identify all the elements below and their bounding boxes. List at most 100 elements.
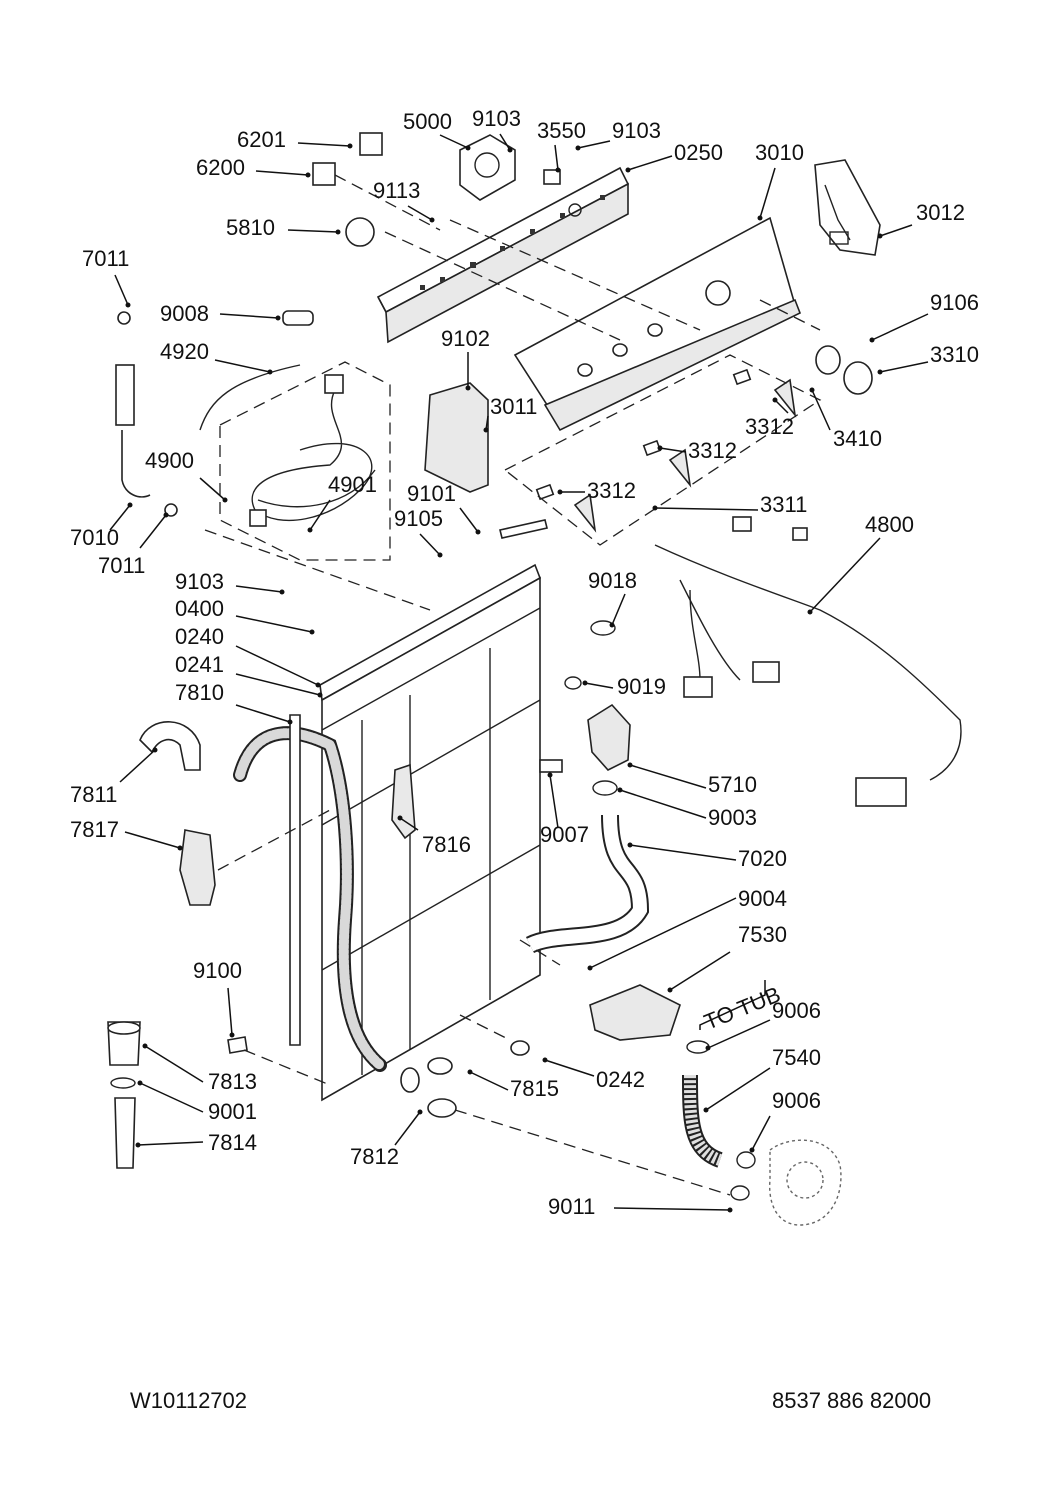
callout-arrowhead bbox=[347, 143, 353, 149]
water-valve-part bbox=[525, 703, 681, 1041]
part-callout-label: 9103 bbox=[472, 106, 521, 131]
callout-leader-line bbox=[255, 170, 309, 176]
callout-arrowhead bbox=[807, 609, 813, 615]
callout-arrowhead bbox=[609, 622, 615, 628]
tub-outline bbox=[768, 1139, 842, 1226]
callout-leader-line bbox=[439, 134, 469, 149]
callout-arrowhead bbox=[727, 1207, 733, 1213]
part-callout-label: 6200 bbox=[196, 155, 245, 180]
callout-leader-line bbox=[287, 229, 339, 233]
callout-arrowhead bbox=[397, 815, 403, 821]
diagram-code-right: 8537 886 82000 bbox=[772, 1388, 931, 1413]
part-callout-label: 3311 bbox=[760, 492, 807, 517]
callout-arrowhead bbox=[809, 387, 815, 393]
callout-leader-line bbox=[109, 504, 131, 531]
callout-arrowhead bbox=[309, 629, 315, 635]
callout-leader-line bbox=[235, 615, 313, 633]
callout-leader-line bbox=[549, 774, 559, 829]
callout-leader-line bbox=[199, 477, 226, 501]
part-callout-label: 5710 bbox=[708, 772, 757, 797]
timer-switch-parts bbox=[117, 132, 873, 533]
callout-leader-line bbox=[879, 361, 929, 373]
callout-leader-line bbox=[235, 645, 319, 686]
callout-leader-line bbox=[669, 951, 731, 991]
callout-arrowhead bbox=[475, 529, 481, 535]
hose-fittings-parts bbox=[107, 721, 248, 1169]
callout-arrowhead bbox=[657, 445, 663, 451]
part-callout-label: 3312 bbox=[745, 414, 794, 439]
console-endcap-left-part bbox=[424, 382, 489, 493]
callout-leader-line bbox=[139, 514, 167, 549]
leader-lines bbox=[109, 133, 929, 1213]
part-callout-label: 9011 bbox=[548, 1194, 595, 1219]
callout-leader-line bbox=[554, 144, 559, 171]
part-callout-label: 7540 bbox=[772, 1045, 821, 1070]
power-cord-part bbox=[199, 364, 376, 527]
callout-leader-line bbox=[137, 1141, 204, 1146]
callout-leader-line bbox=[297, 142, 351, 147]
console-part bbox=[513, 216, 802, 432]
callout-arrowhead bbox=[152, 747, 158, 753]
callout-leader-line bbox=[654, 507, 759, 511]
part-callout-label: 0242 bbox=[596, 1067, 645, 1092]
callout-arrowhead bbox=[163, 512, 169, 518]
callout-arrowhead bbox=[507, 147, 513, 153]
callout-arrowhead bbox=[555, 167, 561, 173]
callout-arrowhead bbox=[317, 692, 323, 698]
callout-arrowhead bbox=[315, 682, 321, 688]
callout-arrowhead bbox=[335, 229, 341, 235]
cabinet-panel-part bbox=[319, 563, 541, 1102]
part-callout-label: 9106 bbox=[930, 290, 979, 315]
part-callout-label: 3312 bbox=[688, 438, 737, 463]
callout-leader-line bbox=[407, 205, 433, 221]
part-callout-label: 3010 bbox=[755, 140, 804, 165]
parts-artwork: TO TUB bbox=[107, 132, 962, 1226]
part-callout-label: 9004 bbox=[738, 886, 787, 911]
callout-arrowhead bbox=[287, 719, 293, 725]
callout-arrowhead bbox=[465, 385, 471, 391]
part-callout-label: 0400 bbox=[175, 596, 224, 621]
callout-arrowhead bbox=[279, 589, 285, 595]
callout-leader-line bbox=[399, 817, 419, 831]
part-callout-label: 7010 bbox=[70, 525, 119, 550]
callout-arrowhead bbox=[465, 145, 471, 151]
callout-arrowhead bbox=[547, 772, 553, 778]
part-callout-label: 9001 bbox=[208, 1099, 257, 1124]
inlet-hose-part bbox=[115, 364, 151, 498]
callout-arrowhead bbox=[275, 315, 281, 321]
callout-leader-line bbox=[144, 1045, 204, 1083]
callout-leader-line bbox=[499, 133, 511, 151]
callout-leader-line bbox=[214, 359, 271, 373]
part-callout-label: 6201 bbox=[237, 127, 286, 152]
callout-arrowhead bbox=[869, 337, 875, 343]
callout-leader-line bbox=[394, 1111, 421, 1146]
callout-arrowhead bbox=[667, 987, 673, 993]
part-callout-label: 9008 bbox=[160, 301, 209, 326]
part-callout-label: 9105 bbox=[394, 506, 443, 531]
callout-arrowhead bbox=[617, 787, 623, 793]
callout-leader-line bbox=[309, 499, 331, 531]
part-callout-label: 9018 bbox=[588, 568, 637, 593]
part-callout-label: 9019 bbox=[617, 674, 666, 699]
part-callout-label: 0250 bbox=[674, 140, 723, 165]
callout-arrowhead bbox=[229, 1032, 235, 1038]
callout-arrowhead bbox=[127, 502, 133, 508]
callout-arrowhead bbox=[652, 505, 658, 511]
part-callout-label: 5810 bbox=[226, 215, 275, 240]
callout-leader-line bbox=[871, 313, 929, 341]
part-callout-label: 3011 bbox=[490, 394, 537, 419]
to-tub-bracket bbox=[699, 980, 766, 1030]
part-callout-label: 7530 bbox=[738, 922, 787, 947]
callout-arrowhead bbox=[627, 842, 633, 848]
callout-arrowhead bbox=[267, 369, 273, 375]
callout-arrowhead bbox=[177, 845, 183, 851]
callout-leader-line bbox=[459, 507, 479, 533]
part-callout-label: 7810 bbox=[175, 680, 224, 705]
callout-leader-line bbox=[235, 704, 291, 723]
part-callout-label: 7812 bbox=[350, 1144, 399, 1169]
callout-leader-line bbox=[629, 764, 707, 789]
part-callout-label: 7813 bbox=[208, 1069, 257, 1094]
dashed-guide-lines bbox=[204, 174, 822, 1196]
part-callout-label: 0241 bbox=[175, 652, 224, 677]
